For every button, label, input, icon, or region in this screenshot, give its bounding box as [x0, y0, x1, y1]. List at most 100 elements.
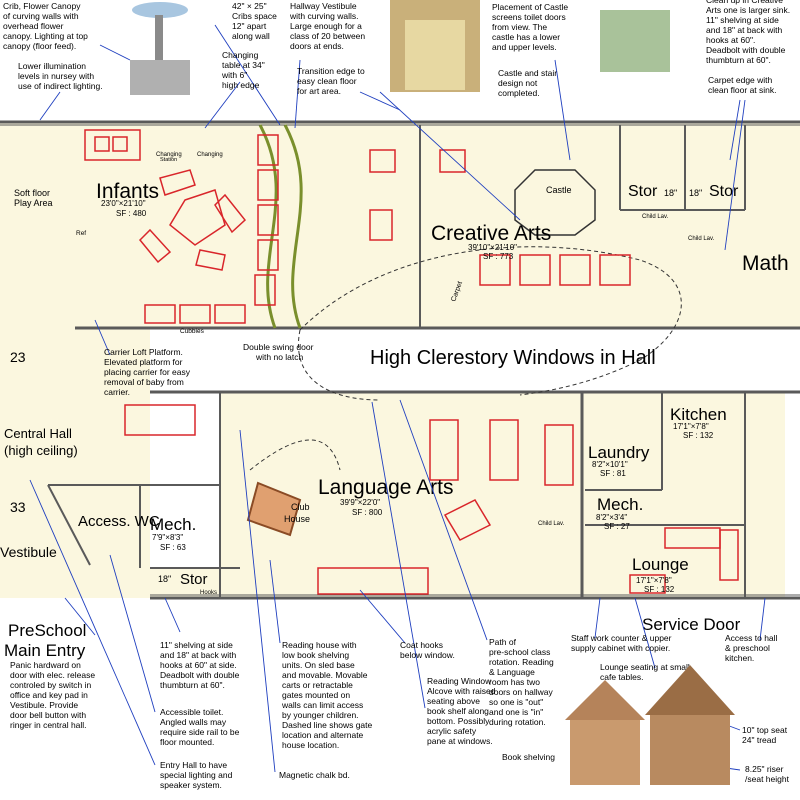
note-line: pane at windows. — [427, 736, 493, 746]
tag-33: 33 — [10, 499, 26, 515]
note-line: during rotation. — [489, 717, 546, 727]
note-line: Book shelving — [502, 752, 555, 762]
walls — [0, 120, 800, 600]
table-ca-4 — [599, 254, 631, 286]
note-line: high edge — [222, 80, 260, 90]
note-line: 24" tread — [742, 735, 776, 745]
room-infants-dims: 23'0"×21'10" — [101, 199, 146, 208]
hall-label: High Clerestory Windows in Hall — [370, 347, 656, 369]
leader-lounge — [634, 597, 656, 669]
room-lounge-sf: SF : 132 — [644, 585, 675, 594]
leader-cleanup — [729, 99, 741, 161]
room-language-arts-dims: 39'9"×22'0" — [340, 498, 380, 507]
floor-service-rooms — [585, 392, 785, 597]
note-line: Entry Hall to have — [160, 760, 227, 770]
note-line: carts or retractable — [282, 680, 353, 690]
room-mech-left-dims: 7'9"×8'3" — [152, 533, 183, 542]
note-line: 11" shelving at side — [706, 15, 779, 25]
reading-window-alcove — [317, 567, 429, 595]
note-line: thumbturn at 60". — [706, 55, 771, 65]
note-line: 8.25" riser — [745, 764, 784, 774]
room-mech-left-sf: SF : 63 — [160, 543, 186, 552]
note-line: 42" × 25" — [232, 1, 267, 11]
room-language-arts: Language Arts — [318, 476, 453, 499]
room-kitchen-dims: 17'1"×7'8" — [673, 422, 709, 431]
note-line: 10" top seat — [742, 725, 788, 735]
note-line: hooks at 60". — [706, 35, 755, 45]
note-line: Carpet edge with — [708, 75, 773, 85]
note-line: clean floor at sink. — [708, 85, 777, 95]
room-laundry-dims: 8'2"×10'1" — [592, 460, 628, 469]
canopy-stem-icon — [155, 15, 163, 85]
wall-wc-angled — [47, 484, 91, 566]
note-line: Changing — [222, 50, 259, 60]
leader-lower-illum — [39, 91, 61, 121]
note-line: by younger children. — [282, 710, 359, 720]
room-stor-top-left: Stor — [628, 183, 658, 200]
crib-wall-5 — [254, 274, 276, 306]
note-line: design not — [498, 78, 538, 88]
crib-wall-3 — [257, 204, 279, 236]
note-line: door bell button with — [10, 710, 86, 720]
table-ca-1 — [479, 254, 511, 286]
note-line: completed. — [498, 88, 540, 98]
note-line: Deadbolt with double — [706, 45, 786, 55]
note-line: Clean up in Creative — [706, 0, 783, 5]
note-line: table at 34" — [222, 60, 265, 70]
note-line: overhead flower — [3, 21, 64, 31]
leader-toilet — [109, 554, 156, 713]
note-line: Crib, Flower Canopy — [3, 1, 81, 11]
room-access-wc: Access. WC — [78, 513, 160, 530]
note-line: and upper levels. — [492, 42, 557, 52]
note-line: along wall — [232, 31, 270, 41]
note-line: Staff work counter & upper — [571, 633, 672, 643]
note-line: units. On sled base — [282, 660, 355, 670]
note-line: Placement of Castle — [492, 2, 568, 12]
note-line: and one is "in" — [489, 707, 543, 717]
note-line: doors at ends. — [290, 41, 344, 51]
note-line: Castle and stair — [498, 68, 557, 78]
note-line: castle has a lower — [492, 32, 560, 42]
note-riser: 8.25" riser/seat height — [745, 764, 790, 784]
note-line: walls can limit access — [281, 700, 363, 710]
note-line: for art area. — [297, 86, 341, 96]
label-child-lav-1: Child Lav. — [642, 214, 669, 220]
note-line: canopy. Lighting at top — [3, 31, 88, 41]
leader-entry — [29, 479, 156, 766]
house-body-right-icon — [650, 715, 730, 785]
reading-house-render — [565, 665, 735, 785]
note-line: Alcove with raised — [427, 686, 496, 696]
note-line: door with elec. release — [10, 670, 95, 680]
table-la-1 — [429, 419, 459, 481]
leader-crib — [99, 44, 131, 61]
note-line: 11" shelving at side — [160, 640, 233, 650]
label-child-lav-3: Child Lav. — [538, 521, 565, 527]
club-house-sub: House — [284, 514, 310, 524]
room-lounge: Lounge — [632, 555, 689, 574]
note-line: levels in nursey with — [18, 71, 94, 81]
label-no-latch: with no latch — [255, 352, 304, 362]
note-line: canopy (floor feed). — [3, 41, 76, 51]
note-line: /seat height — [745, 774, 790, 784]
note-line: Vestibule. Provide — [10, 700, 78, 710]
room-stor-bottom-dim: 18" — [158, 574, 171, 584]
easel-ca — [369, 209, 393, 241]
note-line: and 18" at back with — [160, 650, 237, 660]
lounge-seat — [719, 529, 739, 581]
rotation-path — [298, 246, 682, 401]
room-stor-top-right-dim: 18" — [689, 188, 702, 198]
note-line: class of 20 between — [290, 31, 365, 41]
note-line: & preschool — [725, 643, 770, 653]
crib-1 — [159, 169, 196, 196]
leader-shelving — [164, 597, 181, 633]
